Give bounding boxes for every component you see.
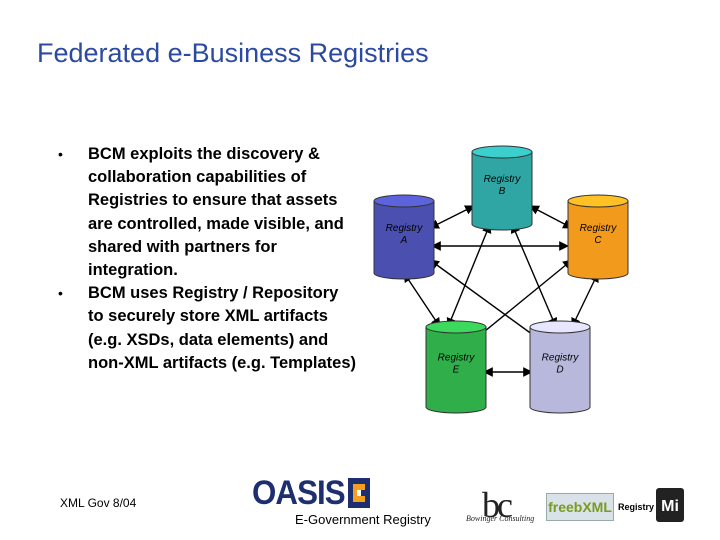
cylinder-body: [471, 151, 533, 231]
cylinder-top: [471, 145, 533, 159]
registry-label: Registry: [438, 353, 476, 364]
connection-arrow: [429, 205, 475, 229]
freebxml-logo: freebXML: [546, 493, 614, 521]
bullet-marker: •: [58, 285, 63, 302]
connection-arrow: [473, 259, 573, 341]
bullet-item: • BCM exploits the discovery & collabora…: [58, 143, 358, 282]
oasis-logo: OASIS: [252, 474, 346, 512]
footer-date: XML Gov 8/04: [60, 496, 137, 510]
connection-arrow: [510, 223, 558, 328]
connection-arrow: [529, 205, 573, 229]
connection-arrow: [446, 223, 492, 328]
bullet-list: • BCM exploits the discovery & collabora…: [58, 143, 358, 375]
bc-logo: bc: [482, 485, 513, 525]
registry-letter: B: [499, 186, 506, 197]
connection-arrow: [403, 272, 441, 328]
cylinder-top: [567, 194, 629, 208]
registry-letter: A: [400, 235, 408, 246]
oasis-mark-icon: [348, 478, 370, 508]
registry-letter: E: [453, 365, 460, 376]
bullet-text: BCM exploits the discovery & collaborati…: [88, 145, 344, 280]
registry-letter: C: [594, 235, 602, 246]
cylinder-body: [529, 326, 591, 414]
registry-label: Registry: [542, 353, 580, 364]
registry-label: Registry: [580, 223, 618, 234]
cylinder-body: [373, 200, 435, 280]
cylinder-top: [373, 194, 435, 208]
connection-arrow: [571, 272, 599, 328]
cylinder-body: [567, 200, 629, 280]
cylinder-top: [425, 320, 487, 334]
registry-label: Registry: [484, 174, 522, 185]
bullet-marker: •: [58, 146, 63, 162]
bullet-text: BCM uses Registry / Repository to secure…: [88, 284, 357, 372]
checkmi-logo: Mi: [656, 488, 684, 522]
freebxml-registry-label: Registry: [618, 502, 655, 512]
footer-caption: E-Government Registry: [295, 512, 431, 527]
bullet-item: • BCM uses Registry / Repository to secu…: [58, 282, 358, 375]
cylinder-top: [529, 320, 591, 334]
slide-title: Federated e-Business Registries: [37, 38, 429, 68]
cylinder-body: [425, 326, 487, 414]
registry-letter: D: [556, 365, 563, 376]
bc-logo-subtitle: Bowinger Consulting: [466, 514, 535, 523]
registry-label: Registry: [386, 223, 424, 234]
